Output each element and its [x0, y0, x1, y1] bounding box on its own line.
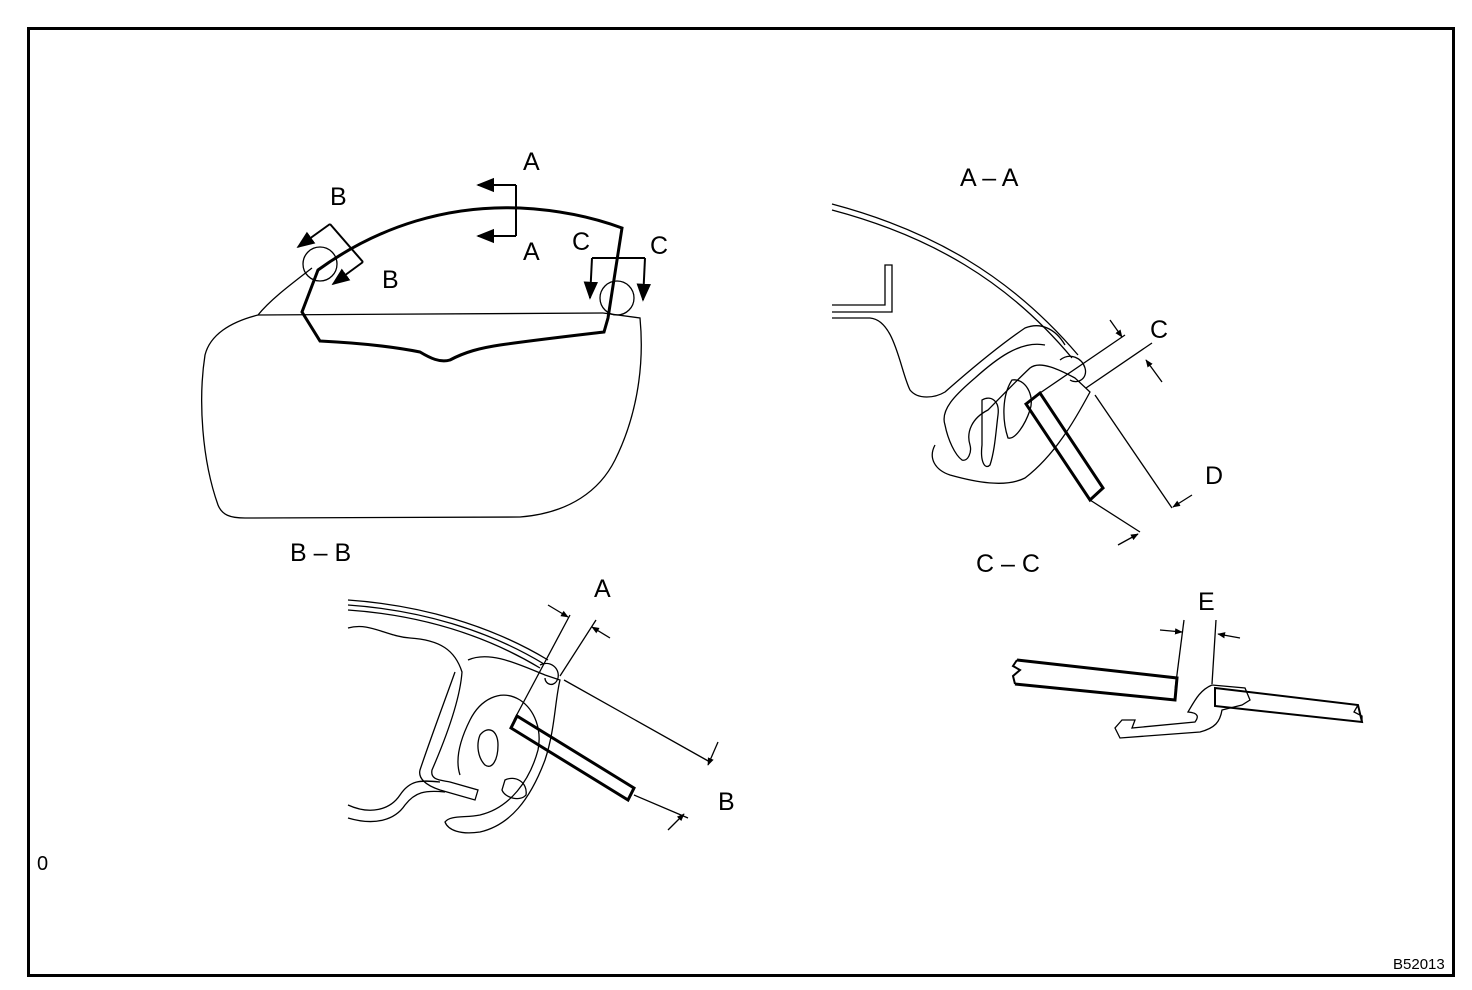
aa-body-flange — [832, 317, 1066, 398]
body-outline — [201, 312, 642, 519]
figure-frame — [27, 27, 1455, 977]
label-section-c-right: C — [650, 232, 668, 260]
cc-molding — [1114, 684, 1251, 739]
overview-diagram: A A B B C C — [201, 148, 668, 519]
page-number: 0 — [37, 853, 48, 875]
section-c-arrow-left — [583, 257, 599, 300]
section-aa-title: A – A — [960, 164, 1019, 192]
aa-dim-d-label: D — [1205, 462, 1223, 490]
bb-dim-a-label: A — [594, 575, 611, 603]
bb-roof-panel-2 — [347, 604, 545, 665]
cc-panel-right — [1214, 686, 1364, 724]
section-aa-view: A – A C D — [831, 164, 1223, 546]
aa-glass — [1023, 390, 1105, 503]
bb-molding — [444, 656, 561, 834]
aa-molding-cavity-2 — [1003, 379, 1032, 439]
windshield-glass — [300, 206, 624, 363]
bb-molding-cavity-2 — [501, 777, 527, 800]
bb-dim-a-arrow-2 — [591, 626, 611, 639]
section-bb-view: B – B A B — [290, 539, 735, 834]
cc-dim-e-ext-2 — [1211, 619, 1217, 685]
aa-roof-panel-inner — [831, 209, 1073, 359]
label-section-b-bottom: B — [382, 266, 399, 294]
detail-circle-c — [599, 280, 635, 316]
aa-dim-c-arrow-1 — [1109, 319, 1123, 338]
aa-molding — [931, 343, 1091, 484]
bb-dim-b-label: B — [718, 788, 735, 816]
figure-id: B52013 — [1393, 956, 1445, 973]
aa-roof-panel — [831, 203, 1079, 356]
aa-dim-c-ext-1 — [1039, 334, 1126, 394]
bb-dim-b-line-2 — [667, 813, 685, 831]
bb-dim-a-ext-1 — [513, 614, 571, 721]
bb-dim-b-ext-2 — [633, 794, 689, 819]
cc-dim-e-label: E — [1198, 588, 1215, 616]
section-c-arrow-right — [636, 257, 651, 302]
cc-panel-right-break — [1353, 704, 1363, 722]
aa-dim-d-line-1 — [1117, 533, 1139, 546]
section-bb-title: B – B — [290, 539, 351, 567]
bb-roof-panel-3 — [347, 609, 541, 669]
bb-lower-flange-2 — [347, 790, 446, 823]
bb-molding-cavity-1 — [477, 729, 499, 767]
aa-molding-lip — [1059, 355, 1087, 383]
section-cc-title: C – C — [976, 550, 1040, 578]
bb-lower-flange — [347, 780, 441, 811]
bb-dim-b-ext-1 — [563, 679, 711, 763]
cc-glass-left — [1014, 658, 1179, 702]
cowl-baseline — [257, 312, 604, 316]
aa-dim-c-arrow-2 — [1145, 359, 1163, 383]
section-cc-view: C – C E — [976, 550, 1364, 739]
bb-dim-a-ext-2 — [559, 619, 597, 677]
aa-dim-c-label: C — [1150, 316, 1168, 344]
bb-roof-panel — [347, 599, 549, 661]
bb-dim-b-line-1 — [707, 741, 719, 766]
aa-molding-cavity-1 — [980, 397, 999, 468]
aa-dim-d-ext-1 — [1089, 499, 1141, 533]
label-section-a-top: A — [523, 148, 540, 176]
label-section-c-left: C — [572, 228, 590, 256]
cc-glass-left-break — [1011, 659, 1022, 685]
label-section-a-bottom: A — [523, 238, 540, 266]
bb-glass — [509, 713, 636, 803]
detail-circle-b — [302, 246, 338, 282]
aa-dim-d-ext-2 — [1094, 394, 1173, 509]
section-b-leader — [301, 269, 319, 313]
cc-dim-e-ext-1 — [1174, 619, 1185, 691]
section-b-arrow-top — [296, 223, 331, 249]
aa-dim-d-line-2 — [1172, 494, 1193, 508]
aa-body-bracket — [832, 264, 893, 313]
bb-molding-lip — [539, 662, 559, 686]
cc-dim-e-arrow-2 — [1217, 632, 1241, 639]
bb-body-flange — [347, 625, 479, 801]
cc-dim-e-arrow-1 — [1159, 628, 1183, 635]
section-b-cut-line — [329, 223, 364, 263]
aa-dim-c-ext-2 — [1085, 342, 1153, 389]
bb-dim-a-arrow-1 — [547, 604, 569, 618]
label-section-b-top: B — [330, 183, 347, 211]
section-b-arrow-bottom — [331, 261, 364, 286]
